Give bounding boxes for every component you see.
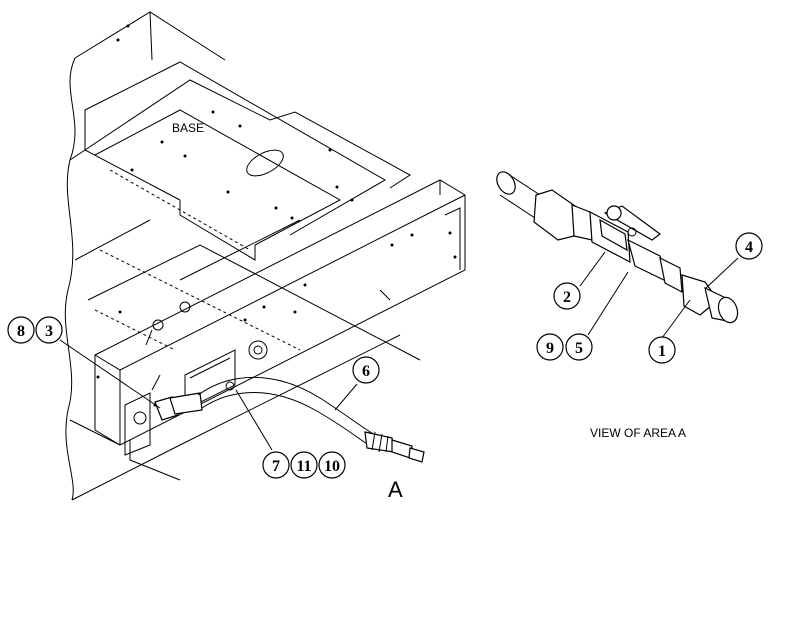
base-label: BASE	[172, 121, 204, 135]
callout-1: 1	[648, 336, 676, 364]
callout-11: 11	[290, 451, 318, 479]
frame-holes	[96, 24, 457, 407]
svg-text:3: 3	[45, 323, 53, 340]
svg-text:9: 9	[546, 340, 554, 357]
callout-8: 8	[7, 316, 35, 344]
callout-2: 2	[553, 282, 581, 310]
svg-text:10: 10	[324, 458, 340, 475]
callout-5: 5	[565, 333, 593, 361]
callout-balloons: 8 3 6 7 11 10 4 2	[7, 232, 763, 479]
svg-text:5: 5	[575, 340, 583, 357]
callout-10: 10	[318, 451, 346, 479]
view-caption: VIEW OF AREA A	[590, 426, 686, 440]
svg-text:6: 6	[362, 363, 370, 380]
machine-frame	[64, 11, 466, 501]
area-letter: A	[388, 477, 403, 502]
svg-text:2: 2	[563, 289, 571, 306]
callout-4: 4	[735, 232, 763, 260]
callout-3: 3	[35, 316, 63, 344]
svg-text:8: 8	[17, 323, 25, 340]
callout-7: 7	[262, 451, 290, 479]
svg-text:7: 7	[272, 458, 280, 475]
leader-lines	[59, 251, 739, 451]
svg-text:4: 4	[745, 239, 753, 256]
svg-text:11: 11	[296, 458, 311, 475]
callout-9: 9	[536, 333, 564, 361]
hose-assembly	[154, 376, 425, 463]
valve-assembly	[496, 171, 739, 324]
callout-6: 6	[352, 356, 380, 384]
svg-text:1: 1	[658, 343, 666, 360]
